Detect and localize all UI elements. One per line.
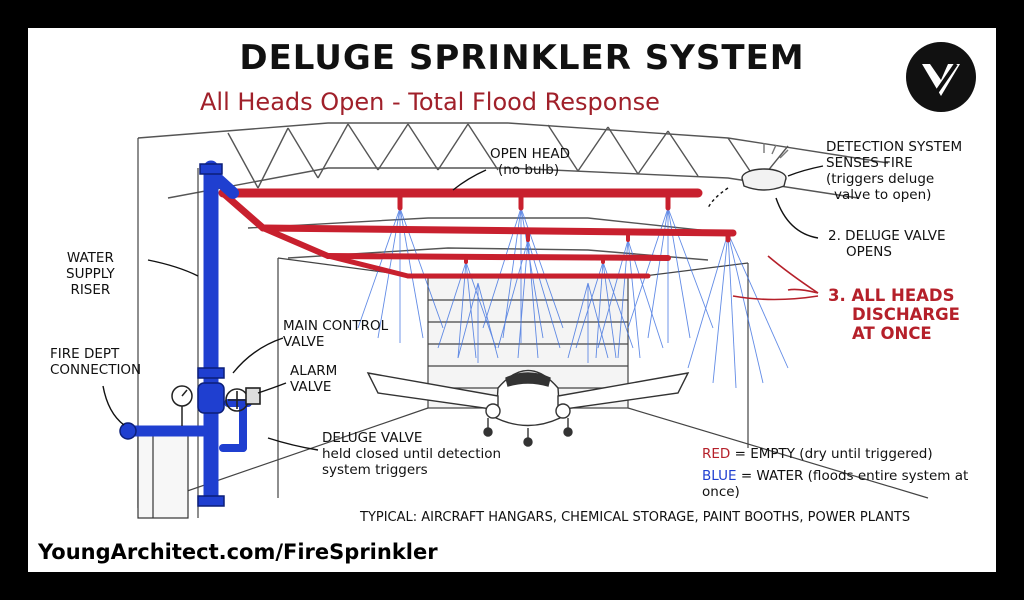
label-all-heads-discharge: 3. ALL HEADS DISCHARGE AT ONCE [828, 286, 960, 343]
water-riser [122, 160, 252, 506]
smoke-detector-icon [741, 143, 789, 191]
spray-head-9 [457, 282, 499, 363]
callout-arrows [102, 165, 824, 451]
dry-piping [218, 188, 737, 279]
legend-key-red: RED [702, 446, 731, 462]
aircraft [366, 369, 690, 447]
label-deluge-valve: DELUGE VALVE held closed until detection… [322, 430, 502, 478]
label-deluge-valve-opens: 2. DELUGE VALVE OPENS [828, 228, 946, 260]
callout-arrows-red [732, 255, 819, 301]
diagram-title: DELUGE SPRINKLER SYSTEM [239, 38, 805, 78]
hangar-illustration [102, 122, 929, 519]
riser-fittings [119, 163, 225, 507]
label-alarm-valve: ALARM VALVE [290, 363, 338, 395]
label-fire-dept-connection: FIRE DEPT CONNECTION [50, 346, 142, 378]
legend: RED = EMPTY (dry until triggered) BLUE =… [702, 446, 996, 500]
spray-head-10 [567, 282, 609, 363]
valve-wheels [225, 387, 261, 412]
legend-desc-blue: = WATER (floods entire system at once) [702, 468, 969, 500]
footer-url: YoungArchitect.com/FireSprinkler [38, 540, 438, 564]
diagram-subtitle: All Heads Open - Total Flood Response [200, 88, 660, 116]
legend-key-blue: BLUE [702, 468, 737, 484]
label-water-supply-riser: WATER SUPPLY RISER [66, 250, 115, 298]
legend-row-red: RED = EMPTY (dry until triggered) [702, 446, 996, 462]
diagram-frame: DELUGE SPRINKLER SYSTEM All Heads Open -… [28, 28, 996, 572]
label-main-control-valve: MAIN CONTROL VALVE [283, 318, 389, 350]
typical-applications: TYPICAL: AIRCRAFT HANGARS, CHEMICAL STOR… [360, 510, 911, 525]
pressure-gauge-icon [171, 385, 193, 426]
legend-desc-red: = EMPTY (dry until triggered) [730, 446, 933, 462]
young-architect-logo-icon [906, 42, 976, 112]
spray-head-4 [687, 232, 789, 389]
roof-trusses [137, 122, 889, 261]
legend-row-blue: BLUE = WATER (floods entire system at on… [702, 468, 996, 500]
label-open-head: OPEN HEAD (no bulb) [490, 146, 570, 178]
label-detection-system: DETECTION SYSTEM SENSES FIRE (triggers d… [826, 139, 963, 203]
building-column [137, 427, 189, 519]
